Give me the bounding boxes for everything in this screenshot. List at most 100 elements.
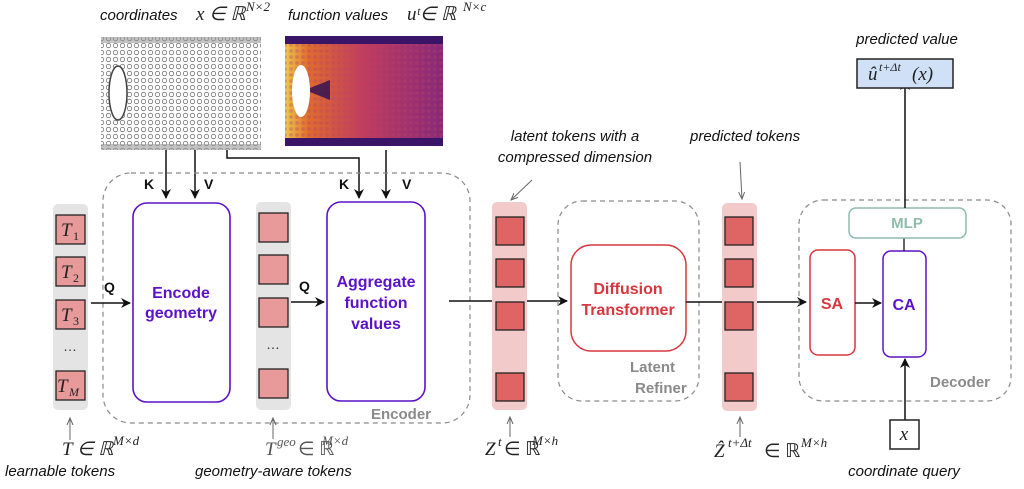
geo-token xyxy=(258,297,289,328)
predicted-value-math: û t+Δt (x) xyxy=(868,60,933,85)
predicted-token xyxy=(724,216,754,246)
geo-token xyxy=(258,254,289,285)
encoder-container xyxy=(102,172,471,424)
latent-tokens-math: Z t ∈ ℝ M×h xyxy=(485,433,558,460)
latent-tokens-column xyxy=(492,202,527,410)
latent-caption-line2: compressed dimension xyxy=(498,149,652,166)
latent-token xyxy=(495,216,525,246)
encode-geometry-block xyxy=(132,202,231,403)
coordinate-query-caption: coordinate query xyxy=(848,463,961,480)
svg-text:x: x xyxy=(899,424,909,445)
svg-text:x ∈ ℝ: x ∈ ℝ xyxy=(195,4,246,25)
svg-text:Transformer: Transformer xyxy=(581,302,674,319)
function-values-field xyxy=(285,36,443,146)
svg-text:MLP: MLP xyxy=(891,215,923,232)
svg-text:values: values xyxy=(351,316,401,333)
svg-text:t+Δt: t+Δt xyxy=(879,60,901,74)
svg-text:N×2: N×2 xyxy=(245,0,270,14)
q-label-aggregate: Q xyxy=(299,278,310,294)
latent-token xyxy=(495,301,525,331)
geometry-tokens-column: … xyxy=(256,202,291,410)
svg-text:T: T xyxy=(61,305,73,326)
k-label-geometry: K xyxy=(144,176,154,192)
function-values-caption: function values uᵗ∈ ℝ N×c xyxy=(288,0,486,25)
k-label-aggregate: K xyxy=(339,176,349,192)
svg-text:M×h: M×h xyxy=(531,433,558,448)
mlp-block xyxy=(848,207,967,239)
predicted-tokens-column xyxy=(722,203,757,411)
predicted-token xyxy=(724,301,754,331)
predicted-token xyxy=(724,372,754,402)
svg-text:M: M xyxy=(68,385,80,399)
learnable-tokens-caption: learnable tokens xyxy=(5,463,116,480)
svg-text:3: 3 xyxy=(73,314,79,328)
coordinates-caption: coordinates x ∈ ℝ N×2 xyxy=(100,0,270,25)
svg-text:(x): (x) xyxy=(912,64,933,85)
svg-text:û: û xyxy=(868,64,878,85)
svg-text:uᵗ∈ ℝ: uᵗ∈ ℝ xyxy=(407,4,457,25)
svg-text:t+Δt: t+Δt xyxy=(728,435,752,450)
svg-text:function: function xyxy=(344,295,407,312)
coordinate-query-box xyxy=(889,419,920,450)
svg-text:Diffusion: Diffusion xyxy=(593,281,662,298)
geo-token xyxy=(258,368,289,399)
geo-token xyxy=(258,212,289,243)
svg-text:Z: Z xyxy=(485,439,496,460)
svg-text:SA: SA xyxy=(821,296,844,313)
token-ellipsis: … xyxy=(63,338,77,354)
svg-text:∈ ℝ: ∈ ℝ xyxy=(764,441,800,462)
svg-text:T: T xyxy=(61,220,73,241)
aggregate-function-values-block xyxy=(326,201,426,402)
learnable-tokens-math: T ∈ ℝ M×d xyxy=(62,433,140,460)
svg-text:∈ ℝ: ∈ ℝ xyxy=(298,439,334,460)
latent-caption-pointer xyxy=(511,179,533,200)
decoder-label: Decoder xyxy=(930,374,990,391)
latent-caption-line1: latent tokens with a xyxy=(511,128,639,145)
svg-text:2: 2 xyxy=(73,271,79,285)
geo-ellipsis: … xyxy=(266,336,280,352)
q-label-geometry: Q xyxy=(104,279,115,295)
svg-text:Encode: Encode xyxy=(152,285,210,302)
svg-text:Ẑ: Ẑ xyxy=(714,440,725,462)
svg-text:CA: CA xyxy=(892,297,916,314)
predicted-tokens-caption: predicted tokens xyxy=(689,128,801,145)
svg-text:1: 1 xyxy=(73,229,79,243)
predicted-token xyxy=(724,258,754,288)
predicted-value-caption: predicted value xyxy=(855,31,958,48)
svg-text:T: T xyxy=(61,262,73,283)
input-arrows xyxy=(161,150,391,199)
svg-text:N×c: N×c xyxy=(462,0,486,14)
svg-text:coordinates: coordinates xyxy=(100,7,178,24)
k-arrow-aggregate xyxy=(226,150,364,199)
v-label-aggregate: V xyxy=(402,176,412,192)
svg-text:∈ ℝ: ∈ ℝ xyxy=(504,439,540,460)
latent-refiner-label-1: Latent xyxy=(630,359,675,376)
svg-text:T: T xyxy=(265,439,277,460)
latent-token xyxy=(495,372,525,402)
svg-text:M×d: M×d xyxy=(112,433,140,448)
coordinates-point-cloud xyxy=(101,37,261,150)
latent-refiner-container xyxy=(557,200,700,402)
svg-text:M×h: M×h xyxy=(800,435,827,450)
predicted-tokens-math: Ẑ t+Δt ∈ ℝ M×h xyxy=(714,435,827,462)
latent-token xyxy=(495,258,525,288)
svg-text:geo: geo xyxy=(277,434,296,449)
svg-text:T ∈ ℝ: T ∈ ℝ xyxy=(62,439,114,460)
svg-text:M×d: M×d xyxy=(321,433,349,448)
geometry-tokens-caption: geometry-aware tokens xyxy=(195,463,352,480)
svg-text:Aggregate: Aggregate xyxy=(336,274,415,291)
predicted-caption-pointer xyxy=(740,161,742,199)
diffusion-transformer-block xyxy=(570,244,687,352)
svg-text:function values: function values xyxy=(288,7,389,24)
geometry-tokens-math: T geo ∈ ℝ M×d xyxy=(265,433,349,460)
encoder-label: Encoder xyxy=(371,406,431,423)
predicted-value-box xyxy=(856,58,954,89)
latent-refiner-label-2: Refiner xyxy=(635,380,687,397)
svg-text:geometry: geometry xyxy=(145,305,217,322)
